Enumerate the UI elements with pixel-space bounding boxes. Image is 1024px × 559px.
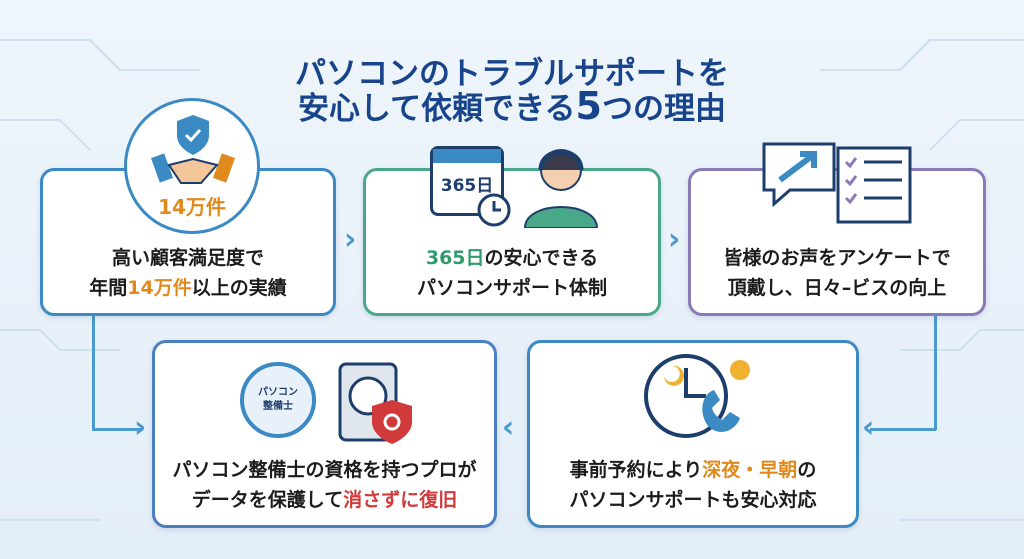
support-operator-icon bbox=[523, 149, 599, 228]
checklist-icon bbox=[836, 146, 912, 224]
reason-3-line1: 皆様のお声をアンケートで bbox=[723, 247, 951, 269]
title-text-end: つの理由 bbox=[601, 91, 726, 127]
reason-1-line1: 高い顧客満足度で bbox=[111, 247, 264, 269]
arrow-right-icon: › bbox=[344, 222, 357, 257]
connector-line bbox=[934, 315, 937, 430]
page-title-line1: パソコンのトラブルサポートを bbox=[295, 56, 729, 92]
reason-card-1: 高い顧客満足度で 年間14万件以上の実績 bbox=[40, 168, 336, 316]
text: 年間 bbox=[89, 277, 128, 299]
title-text: 安心して依頼できる bbox=[298, 91, 576, 127]
text: の安心できる bbox=[484, 247, 599, 269]
arrow-left-icon: ‹ bbox=[862, 410, 875, 445]
arrow-right-icon: › bbox=[668, 222, 681, 257]
hard-drive-shield-icon bbox=[338, 362, 412, 444]
clock-icon bbox=[477, 193, 511, 227]
reason-2-line1: 365日の安心できる bbox=[366, 243, 658, 273]
clock-moon-sun-phone-icon bbox=[644, 354, 750, 438]
feedback-chat-icon bbox=[762, 142, 836, 208]
text: データを保護して bbox=[191, 489, 344, 511]
highlight: 深夜・早朝 bbox=[702, 459, 798, 481]
handshake-shield-icon bbox=[150, 115, 236, 184]
text: 以上の実績 bbox=[191, 277, 287, 299]
reason-4-line1: パソコン整備士の資格を持つプロが bbox=[172, 459, 477, 481]
page-title-line2: 安心して依頼できる5つの理由 bbox=[0, 87, 1024, 127]
text: の bbox=[797, 459, 817, 481]
reason-2-line2: パソコンサポート体制 bbox=[416, 277, 607, 299]
reason-5-line1: 事前予約により深夜・早朝の bbox=[530, 455, 856, 485]
highlight: 14万件 bbox=[127, 277, 192, 299]
reason-1-badge: 14万件 bbox=[124, 98, 260, 234]
reason-5-line2: パソコンサポートも安心対応 bbox=[569, 489, 817, 511]
badge-count: 14万件 bbox=[158, 195, 226, 219]
highlight: 365日 bbox=[425, 247, 485, 269]
text: 事前予約により bbox=[569, 459, 703, 481]
certification-seal-icon: パソコン整備士 bbox=[240, 362, 316, 438]
connector-line bbox=[870, 428, 936, 431]
title-number: 5 bbox=[575, 84, 602, 128]
connector-line bbox=[92, 315, 95, 430]
reason-1-line2: 年間14万件以上の実績 bbox=[43, 273, 333, 303]
calendar-label: 365日 bbox=[440, 176, 494, 196]
arrow-left-icon: ‹ bbox=[502, 410, 515, 445]
highlight: 消さずに復旧 bbox=[343, 489, 458, 511]
reason-card-2: 365日の安心できる パソコンサポート体制 bbox=[363, 168, 661, 316]
reason-card-4: パソコン整備士の資格を持つプロが データを保護して消さずに復旧 bbox=[152, 340, 497, 528]
arrow-right-icon: › bbox=[134, 410, 147, 445]
reason-4-line2: データを保護して消さずに復旧 bbox=[155, 485, 494, 515]
reason-3-line2: 頂戴し、日々–ビスの向上 bbox=[727, 277, 947, 299]
connector-line bbox=[92, 428, 142, 431]
